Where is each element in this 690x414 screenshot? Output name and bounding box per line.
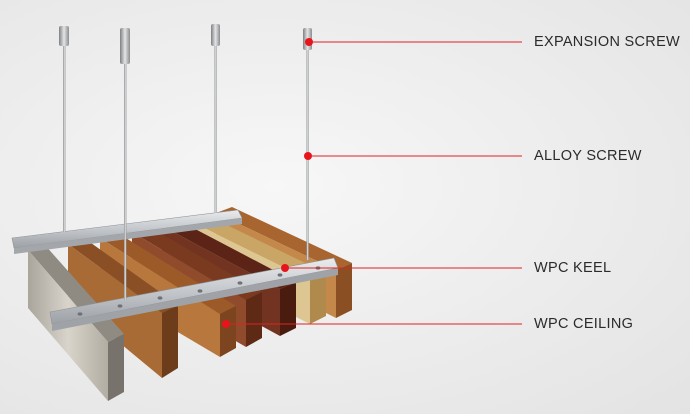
rod [211, 24, 220, 212]
expansion-screw-marker [305, 38, 313, 46]
wpc-keel-marker [281, 264, 289, 272]
callouts [222, 38, 522, 328]
wpc-keel-label: WPC KEEL [534, 260, 612, 276]
rod [59, 26, 69, 232]
alloy-screw-marker [304, 152, 312, 160]
rod [303, 28, 312, 260]
alloy-screw-label: ALLOY SCREW [534, 148, 642, 164]
back-keel [11, 209, 243, 254]
rod [120, 28, 130, 300]
wpc-ceiling-marker [222, 320, 230, 328]
wpc-ceiling-label: WPC CEILING [534, 316, 634, 332]
expansion-screw-label: EXPANSION SCREW [534, 34, 681, 50]
